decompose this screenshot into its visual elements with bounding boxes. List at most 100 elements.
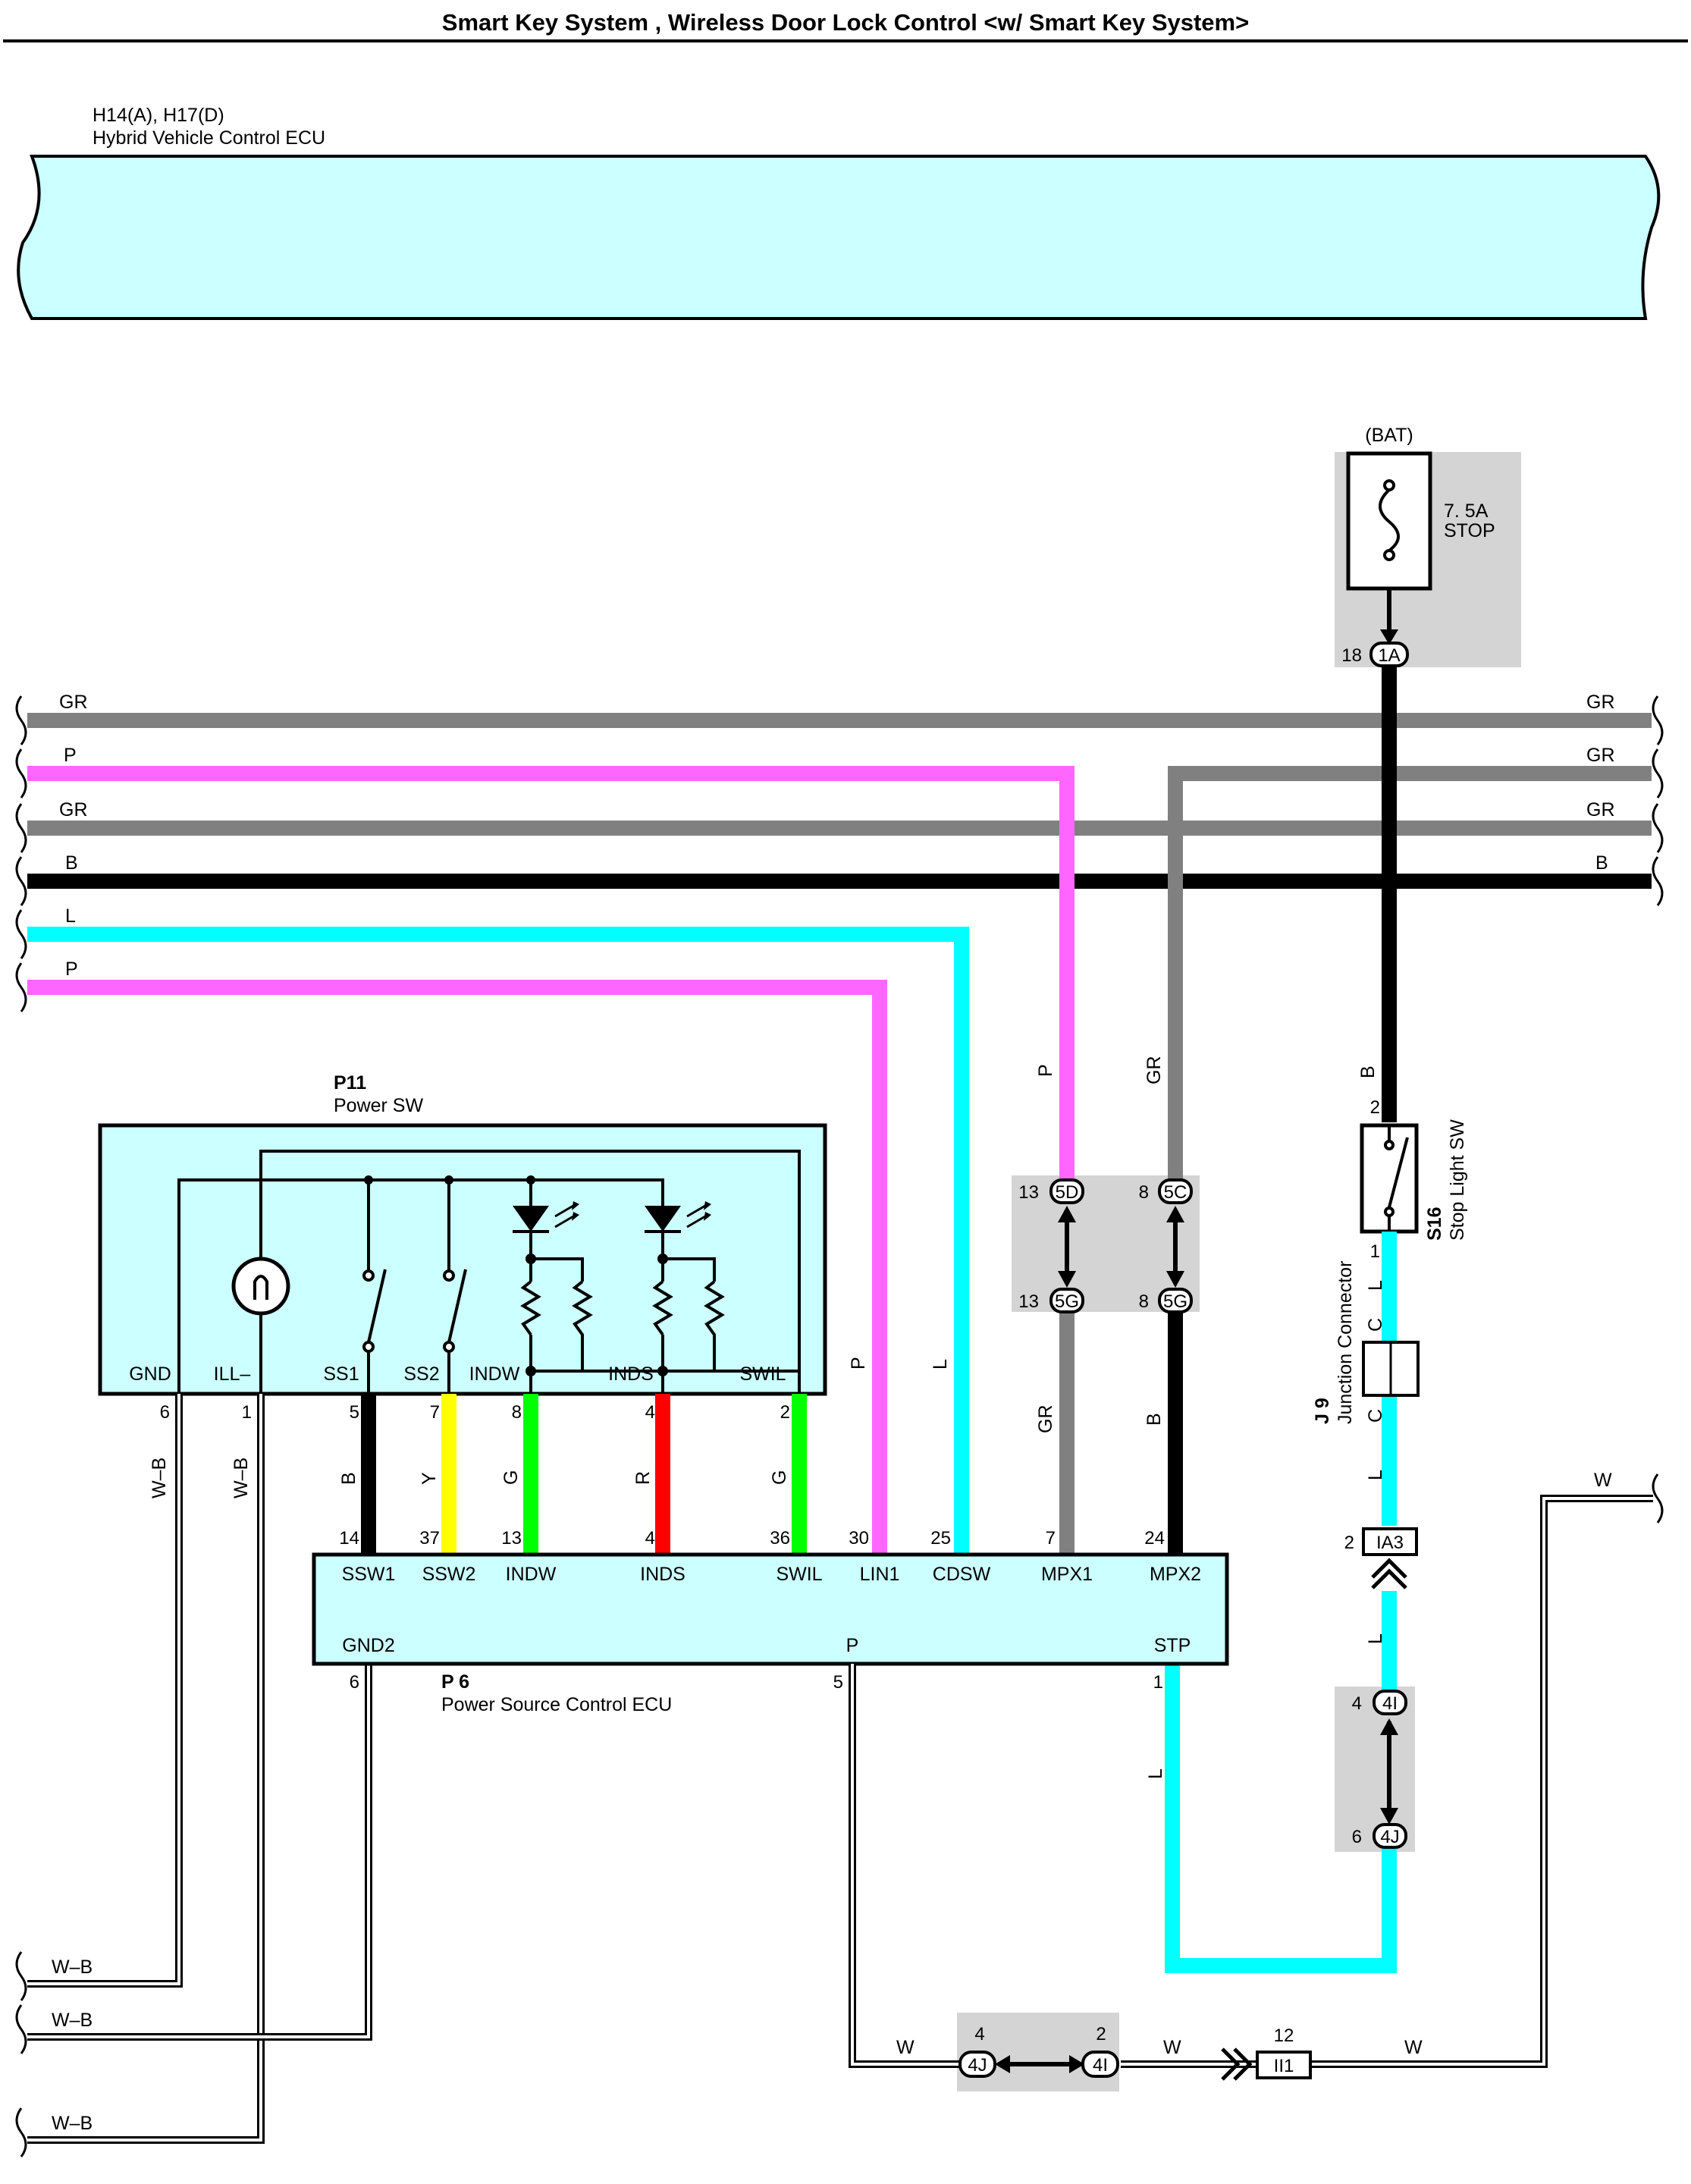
- conn-ii1-code: II1: [1274, 2056, 1294, 2076]
- ecu-term-inds: INDS: [640, 1564, 685, 1585]
- ground-label-2: W–B: [52, 2010, 93, 2031]
- ground-label-1: W–B: [52, 1956, 93, 1978]
- fuse-icon: [1379, 479, 1400, 561]
- ecu-term-ssw1: SSW1: [342, 1564, 396, 1585]
- conn-ii1: [1256, 2051, 1312, 2079]
- conn-5d-code: 5D: [1056, 1182, 1079, 1203]
- psw-term-ss2: SS2: [403, 1363, 439, 1385]
- ii1-chevron-icon: [1221, 2048, 1253, 2081]
- stop-sw-code: S16: [1424, 1207, 1445, 1241]
- wire-ssw1-label: B: [338, 1472, 359, 1485]
- psw-term-gnd: GND: [129, 1363, 171, 1385]
- junction-name: Junction Connector: [1335, 1261, 1356, 1424]
- stop-sw-name: Stop Light SW: [1447, 1119, 1468, 1241]
- wire-swil-label: G: [769, 1470, 790, 1485]
- ss1-switch-icon: [362, 1269, 387, 1353]
- psw-to-ecu-wires: [361, 1394, 807, 1555]
- bus-wire-ends: [15, 695, 1664, 2157]
- conn-4j-h-code: 4J: [968, 2055, 987, 2076]
- ecu-pin-lin1: 30: [849, 1528, 869, 1549]
- indw-resistors-icon: [520, 1254, 593, 1376]
- junction-code: J 9: [1312, 1398, 1333, 1424]
- conn-4i-v-code: 4I: [1382, 1693, 1398, 1714]
- bus-p1-left-label: P: [64, 745, 77, 766]
- psw-pin-indw: 8: [512, 1402, 522, 1423]
- bus-gr1-right-label: GR: [1586, 692, 1615, 713]
- bus-b-left-label: B: [65, 852, 78, 874]
- ecu-term-swil: SWIL: [776, 1564, 822, 1585]
- psw-pin-swil: 2: [780, 1402, 790, 1423]
- bulb-filament: [253, 1275, 268, 1300]
- junction-term-top: C: [1365, 1318, 1386, 1332]
- ground-label-3: W–B: [52, 2113, 93, 2134]
- hv-ecu-name: Hybrid Vehicle Control ECU: [93, 127, 325, 149]
- switch-icon: [1384, 1125, 1409, 1232]
- ecu-term-p: P: [846, 1635, 859, 1656]
- power-sw-box: [98, 1123, 827, 1396]
- wire-stp-l: [1165, 1232, 1397, 1973]
- psw-pin-ss2: 7: [430, 1402, 440, 1423]
- power-sw-name: Power SW: [334, 1095, 423, 1116]
- indw-led-icon: [513, 1201, 579, 1233]
- conn-ia3: [1362, 1527, 1418, 1556]
- wire-w-bottom3-label: W: [1404, 2037, 1423, 2058]
- bus-gr1-left-label: GR: [59, 692, 88, 713]
- ecu-pin-mpx2: 24: [1144, 1528, 1165, 1549]
- ecu-pin-stp: 1: [1153, 1672, 1163, 1693]
- illumination-bulb-icon: [231, 1257, 290, 1316]
- conn-1a-pin: 18: [1341, 645, 1362, 666]
- fuse-source: (BAT): [1365, 425, 1413, 446]
- w-wire: [849, 1495, 1653, 2068]
- bus-wires: [27, 713, 1652, 995]
- ecu-term-ssw2: SSW2: [422, 1564, 476, 1585]
- ecu-pin-swil: 36: [770, 1528, 790, 1549]
- connector-5c-5g: [1158, 1178, 1193, 1313]
- conn-5g-a-pin: 13: [1018, 1291, 1039, 1312]
- wire-inds-label: R: [632, 1471, 654, 1485]
- wire-lin1-label: P: [848, 1357, 869, 1370]
- conn-5g-b-pin: 8: [1139, 1291, 1149, 1312]
- junction-term-bottom: C: [1365, 1409, 1386, 1423]
- bus-b-right-label: B: [1595, 852, 1608, 874]
- inds-resistors-icon: [652, 1254, 725, 1376]
- conn-1a-code: 1A: [1378, 645, 1400, 666]
- ecu-pin-ssw1: 14: [339, 1528, 359, 1549]
- psw-term-inds: INDS: [608, 1363, 654, 1385]
- ecu-term-mpx1: MPX1: [1041, 1564, 1093, 1585]
- power-sw-code: P11: [334, 1072, 366, 1094]
- inds-led-icon: [645, 1201, 711, 1233]
- conn-ii1-pin: 12: [1274, 2026, 1294, 2046]
- bus-l-left-label: L: [65, 905, 76, 927]
- bus-p2-left-label: P: [65, 959, 78, 980]
- fuse-arrow-icon: [1380, 629, 1398, 645]
- wire-mpx2-bottom-label: B: [1144, 1413, 1165, 1426]
- stop-sw-pin-bottom: 1: [1370, 1241, 1380, 1262]
- psw-term-swil: SWIL: [739, 1363, 786, 1385]
- psw-term-ill: ILL–: [214, 1363, 251, 1385]
- wire-gnd-label: W–B: [149, 1458, 170, 1498]
- ecu-term-mpx2: MPX2: [1150, 1564, 1201, 1585]
- conn-5g-a-code: 5G: [1055, 1291, 1079, 1312]
- diagram-title: Smart Key System , Wireless Door Lock Co…: [442, 9, 1249, 36]
- conn-5c-pin: 8: [1139, 1182, 1149, 1203]
- power-ecu-code: P 6: [441, 1671, 469, 1693]
- psw-pin-gnd: 6: [160, 1402, 170, 1423]
- ecu-term-indw: INDW: [506, 1564, 557, 1585]
- psw-pin-inds: 4: [645, 1402, 655, 1423]
- wire-mpx1-bottom-label: GR: [1035, 1405, 1056, 1434]
- wire-w-right-label: W: [1594, 1470, 1612, 1491]
- conn-4j-v-code: 4J: [1380, 1827, 1399, 1847]
- power-sw-junction-dots: [364, 1175, 535, 1185]
- psw-term-ss1: SS1: [323, 1363, 359, 1385]
- wire-w-bottom2-label: W: [1163, 2037, 1181, 2058]
- conn-4i-h-code: 4I: [1093, 2055, 1108, 2076]
- conn-4i-v-pin: 4: [1352, 1693, 1362, 1714]
- conn-4j-h-pin: 4: [974, 2024, 984, 2044]
- bus-gr2-right-label: GR: [1586, 745, 1615, 766]
- wire-stop-top-label: B: [1357, 1065, 1379, 1078]
- ecu-pin-inds: 4: [645, 1528, 655, 1549]
- conn-5c-code: 5C: [1164, 1182, 1187, 1203]
- ecu-pin-gnd2: 6: [350, 1672, 359, 1693]
- bus-corners: [872, 766, 1183, 995]
